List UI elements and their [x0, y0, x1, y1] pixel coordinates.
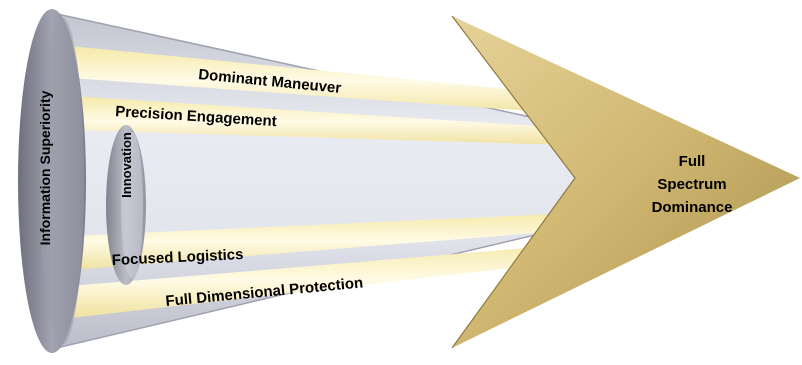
band-focused-logistics: [70, 212, 600, 270]
band-precision-engagement: [70, 96, 600, 146]
arrow-label-line3: Dominance: [652, 199, 733, 216]
arrow-head: [452, 16, 800, 348]
label-focused-logistics: Focused Logistics: [111, 246, 243, 269]
outer-ring-face: [40, 17, 84, 345]
band-dominant-maneuver: [70, 46, 600, 116]
label-information-superiority: Information Superiority: [37, 90, 53, 245]
band-full-dimensional-protection: [70, 242, 600, 318]
tube-body: [48, 12, 590, 350]
arrow-label-line2: Spectrum: [657, 176, 726, 193]
arrow-edge: [451, 15, 576, 349]
arrow-label-line1: Full: [679, 153, 706, 170]
label-innovation: Innovation: [119, 132, 134, 198]
inner-ring-hole: [121, 132, 143, 278]
